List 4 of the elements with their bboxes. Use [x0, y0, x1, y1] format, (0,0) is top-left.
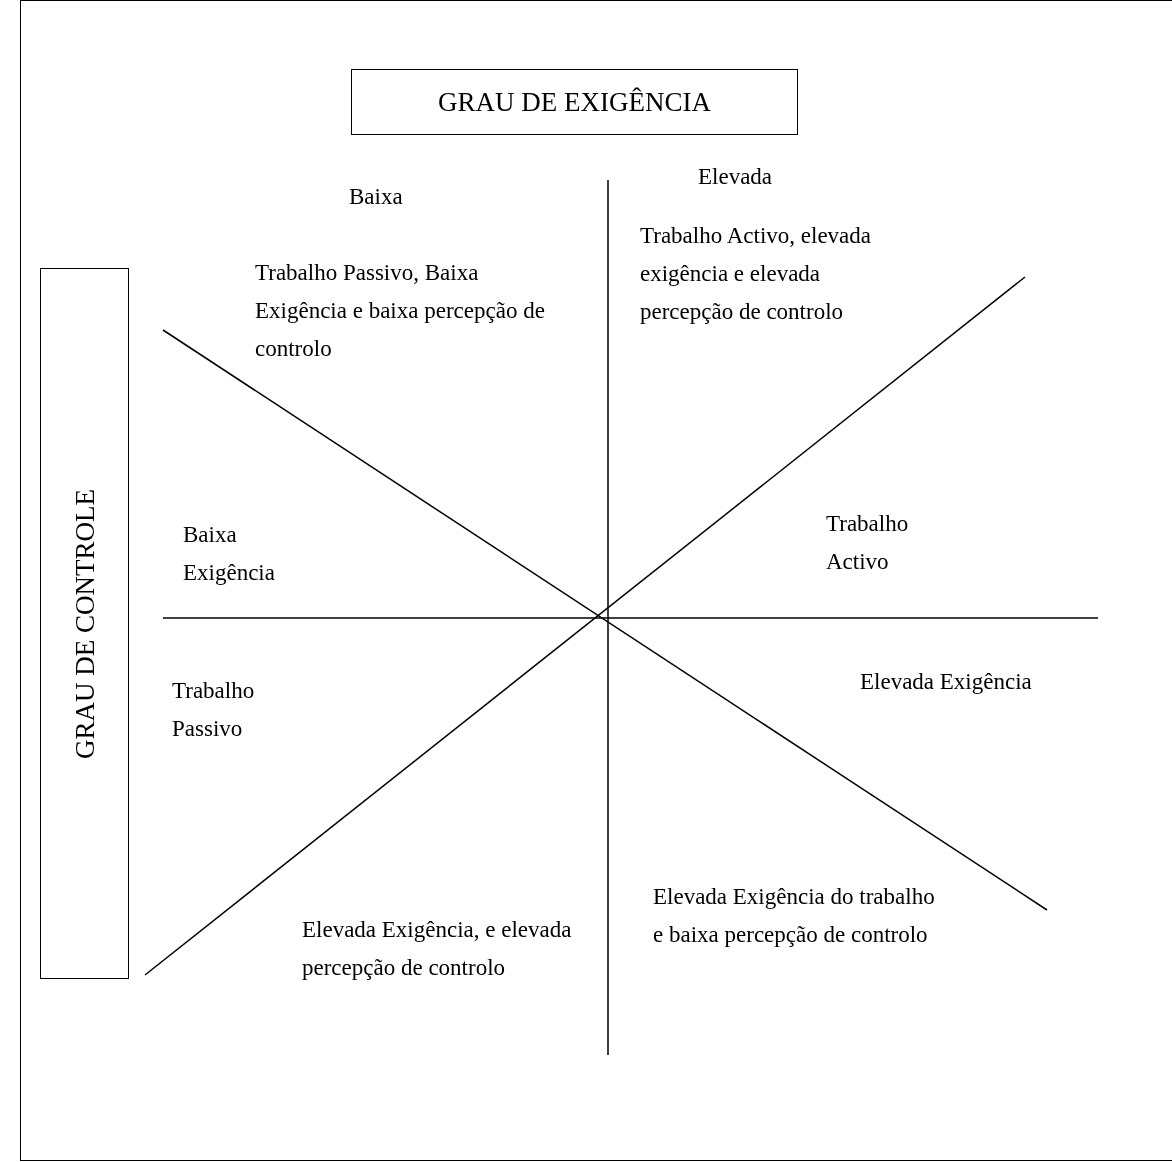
vertical-heading-text: GRAU DE CONTROLE — [68, 488, 101, 759]
heading-box — [351, 69, 798, 135]
heading-text: GRAU DE EXIGÊNCIA — [438, 85, 711, 119]
vertical-heading-box — [40, 268, 129, 979]
